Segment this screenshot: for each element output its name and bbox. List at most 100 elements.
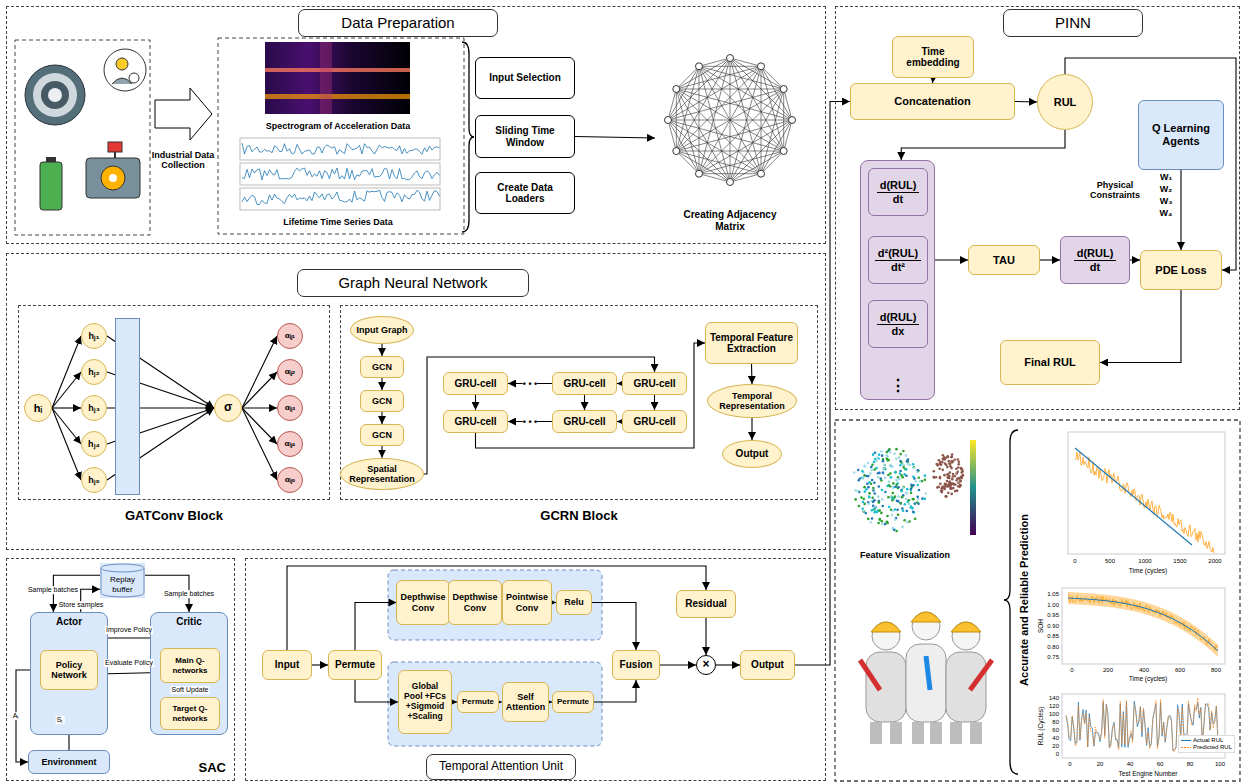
free-label: Test Engine Number [1119,770,1178,777]
feature-scatter-part [886,522,889,525]
stack-node: ⋮d(RUL)dtd²(RUL)dt²d(RUL)dx [860,160,935,400]
box-node: Create Data Loaders [475,172,575,214]
feature-scatter-part [862,510,865,513]
connector-arrow [584,395,585,410]
feature-scatter-part [897,486,900,489]
fraction-part: dt² [888,261,908,274]
group-node: ActorPolicy Network [30,612,108,735]
icon-panel-part [25,65,85,125]
feature-scatter-part [865,475,868,478]
node-label: αᵢⱼ₄ [285,439,296,448]
feature-scatter-part [873,492,876,495]
node-label: Final RUL [1024,356,1075,369]
feature-scatter-part [912,511,915,514]
circle-node: × [696,655,716,675]
graph-edge [730,58,761,66]
plot-lines-part [1068,592,1218,657]
graph-edge [730,58,784,89]
cyl-node: Replay buffer [100,563,145,598]
edge-label: Store samples [58,601,105,609]
feature-scatter-part [905,454,908,457]
box-node: Residual [676,590,736,618]
feature-scatter-part [888,448,891,451]
node-label: hⱼ₂ [88,367,100,377]
feature-scatter-part [941,469,944,472]
feature-scatter-part [892,482,895,485]
icon-panel-part [40,162,62,210]
feature-scatter-part [881,454,884,457]
feature-scatter-part [902,466,905,469]
node-label: PDE Loss [1155,264,1206,277]
node-label: RUL [1054,96,1077,109]
feature-scatter-part [873,508,876,511]
node-label: GRU-cell [563,378,605,390]
node-label: GRU-cell [633,378,675,390]
feature-scatter-part [895,483,898,486]
feature-scatter-part [916,496,919,499]
frac-node: d(RUL)dt [1060,236,1130,284]
time-series-frames [240,138,440,210]
feature-scatter-part [924,498,927,501]
connector-arrow [355,680,398,702]
node-label: GRU-cell [454,378,496,390]
free-label: 1000 [1138,558,1151,565]
node-label: GCN [372,396,392,406]
feature-scatter-part [962,474,965,477]
feature-scatter-part [899,502,902,505]
node-label: αᵢⱼ₅ [285,475,296,484]
feature-scatter-part [891,497,894,500]
connector-arrow [475,395,476,410]
feature-scatter-part [863,465,866,468]
feature-scatter-part [883,467,886,470]
node-label: Create Data Loaders [479,182,571,205]
icon-panel-part [114,152,116,158]
node-label: Fusion [620,659,653,671]
connector-arrow [592,603,636,651]
plot-frames-part [1068,432,1225,554]
graph-edge [699,66,784,151]
feature-scatter-part [870,469,873,472]
free-label: Time (cycles) [1129,675,1167,682]
box-node: Input [262,650,312,680]
legend-text: Actual RUL [1193,737,1223,744]
feature-scatter-part [877,522,880,525]
spectrogram [265,42,410,114]
feature-scatter-part [897,500,900,503]
feature-scatter-part [873,511,876,514]
fraction-part: dx [889,325,908,338]
feature-scatter-part [876,456,879,459]
edge-label: Evaluate Policy [104,659,154,667]
feature-scatter-part [961,468,964,471]
feature-scatter-part [941,458,944,461]
node-label: Residual [685,598,727,610]
circle-node: hⱼ₅ [81,467,107,493]
feature-scatter-part [871,517,874,520]
feature-scatter-part [938,467,941,470]
node-label: Main Q-networks [164,656,216,674]
free-label: 20 [1097,761,1104,768]
connector-arrow [1180,170,1181,250]
feature-scatter-part [892,497,895,500]
block-node: GATConv Blockhᵢhⱼ₁hⱼ₂hⱼ₃hⱼ₄hⱼ₅σαᵢⱼ₁αᵢⱼ₂α… [18,305,330,500]
feature-scatter-part [883,467,886,470]
feature-scatter-part [954,483,957,486]
feature-scatter-part [932,470,935,473]
feature-scatter-part [889,472,892,475]
free-label: 0.80 [1047,643,1059,650]
edge-label: Sample batches [163,590,215,598]
ellipse-node: Input Graph [350,316,414,344]
graph-edge [676,89,761,174]
node-label: GCRN Block [341,509,817,524]
feature-scatter-part [946,455,949,458]
workers-illustration-part [860,660,880,690]
feature-scatter-part [897,513,900,516]
connector-arrow [52,372,81,408]
free-label: Spectrogram of Acceleration Data [266,121,411,131]
node-label: GCN [372,430,392,440]
graph-edge [730,89,784,182]
node-label: TAU [993,254,1015,267]
connector-arrow [52,408,81,480]
graph-edge [699,58,730,174]
ellipse-node: Output [722,440,782,468]
